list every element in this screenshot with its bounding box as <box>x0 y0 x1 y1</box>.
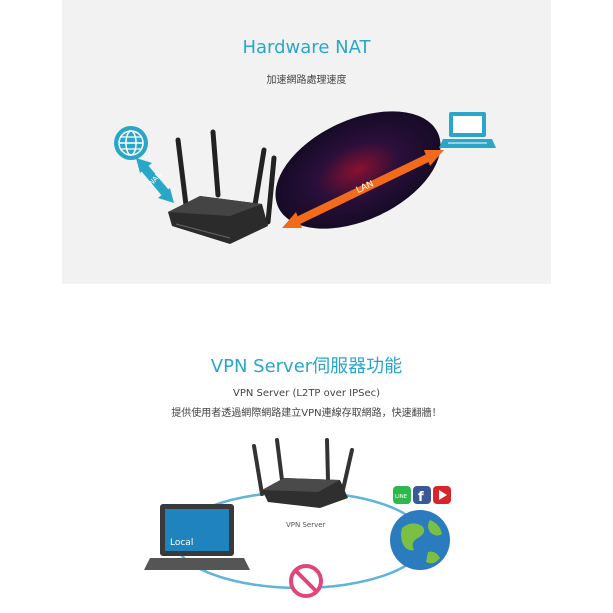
svg-text:f: f <box>418 490 424 505</box>
vpn-server-line2: 提供使用者透過網際網路建立VPN連線存取網路，快速翻牆！ <box>171 408 442 419</box>
laptop-local-label: Local <box>170 538 193 548</box>
no-entry-icon <box>289 564 323 598</box>
vpn-server-label: VPN Server <box>286 521 326 529</box>
vpn-server-line1: VPN Server (L2TP over IPSec) <box>232 388 380 399</box>
router-icon <box>168 129 277 244</box>
laptop-icon <box>144 504 250 570</box>
laptop-icon <box>439 112 496 148</box>
globe-icon <box>390 510 450 570</box>
speed-background <box>275 111 441 229</box>
line-icon: LINE <box>393 486 411 504</box>
lan-arrow <box>282 150 444 228</box>
router-icon <box>252 438 354 508</box>
facebook-icon: f <box>413 486 431 505</box>
hardware-nat-title: Hardware NAT <box>242 37 371 58</box>
vpn-server-title: VPN Server伺服器功能 <box>210 356 403 377</box>
globe-icon <box>114 126 148 160</box>
svg-text:LINE: LINE <box>395 494 408 500</box>
wan-arrow <box>136 158 174 203</box>
hardware-nat-diagram: LAN WAN <box>114 111 496 244</box>
hardware-nat-subtitle: 加速網路處理速度 <box>266 75 347 86</box>
youtube-icon <box>433 486 451 504</box>
